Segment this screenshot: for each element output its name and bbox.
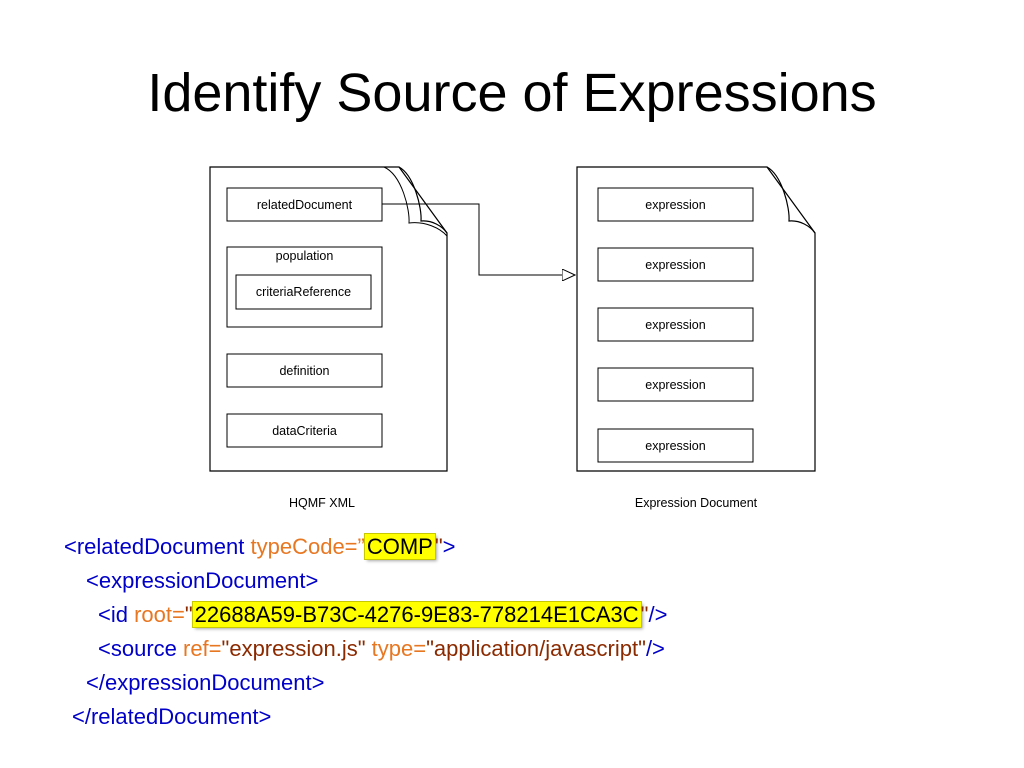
code-quote: ”	[357, 534, 365, 559]
data-criteria-box: dataCriteria	[226, 413, 383, 448]
code-line-expression-document-close: </expressionDocument>	[64, 666, 667, 700]
code-attribute: ref=	[183, 636, 222, 661]
highlighted-type-code: COMP	[364, 534, 435, 559]
code-tag: </relatedDocument>	[72, 704, 272, 729]
code-line-id: <id root="22688A59-B73C-4276-9E83-778214…	[64, 598, 667, 632]
code-tag: <expressionDocument>	[86, 568, 319, 593]
expression-box-1: expression	[597, 187, 754, 222]
expression-box-3: expression	[597, 307, 754, 342]
code-tag: <id	[98, 602, 135, 627]
expression-box-4: expression	[597, 367, 754, 402]
expression-label: expression	[645, 318, 705, 332]
definition-box: definition	[226, 353, 383, 388]
code-value: "application/javascript"	[426, 636, 646, 661]
code-tag-close: >	[442, 534, 456, 559]
code-quote: "	[184, 602, 193, 627]
related-document-label: relatedDocument	[257, 198, 353, 212]
code-tag-close: />	[648, 602, 668, 627]
expression-document: expression expression expression express…	[576, 166, 816, 510]
population-label: population	[276, 249, 334, 263]
code-line-related-document-close: </relatedDocument>	[64, 700, 667, 734]
xml-code-snippet: <relatedDocument typeCode=”COMP"> <expre…	[64, 530, 667, 734]
reference-arrow	[382, 203, 575, 275]
definition-label: definition	[279, 364, 329, 378]
code-attribute: typeCode=	[250, 534, 358, 559]
expression-label: expression	[645, 439, 705, 453]
code-attribute: type=	[365, 636, 427, 661]
hqmf-document: relatedDocument population criteriaRefer…	[209, 166, 448, 510]
code-tag: </expressionDocument>	[86, 670, 325, 695]
expression-box-2: expression	[597, 247, 754, 282]
expression-label: expression	[645, 378, 705, 392]
code-attribute: root=	[134, 602, 185, 627]
code-quote: "	[640, 602, 649, 627]
code-tag-close: />	[645, 636, 665, 661]
population-box: population criteriaReference	[226, 246, 383, 328]
expression-label: expression	[645, 198, 705, 212]
code-tag: <source	[98, 636, 183, 661]
code-tag: <relatedDocument	[64, 534, 251, 559]
expression-box-5: expression	[597, 428, 754, 463]
highlighted-root-id: 22688A59-B73C-4276-9E83-778214E1CA3C	[192, 602, 641, 627]
slide-title: Identify Source of Expressions	[147, 63, 877, 123]
code-value: "expression.js"	[221, 636, 366, 661]
data-criteria-label: dataCriteria	[272, 424, 337, 438]
expression-document-caption: Expression Document	[635, 496, 758, 510]
code-quote: "	[434, 534, 443, 559]
code-line-source: <source ref="expression.js" type="applic…	[64, 632, 667, 666]
code-line-related-document-open: <relatedDocument typeCode=”COMP">	[64, 530, 667, 564]
criteria-reference-box: criteriaReference	[235, 274, 372, 310]
criteria-reference-label: criteriaReference	[256, 285, 351, 299]
related-document-box: relatedDocument	[226, 187, 383, 222]
expression-label: expression	[645, 258, 705, 272]
code-line-expression-document-open: <expressionDocument>	[64, 564, 667, 598]
hqmf-caption: HQMF XML	[289, 496, 355, 510]
